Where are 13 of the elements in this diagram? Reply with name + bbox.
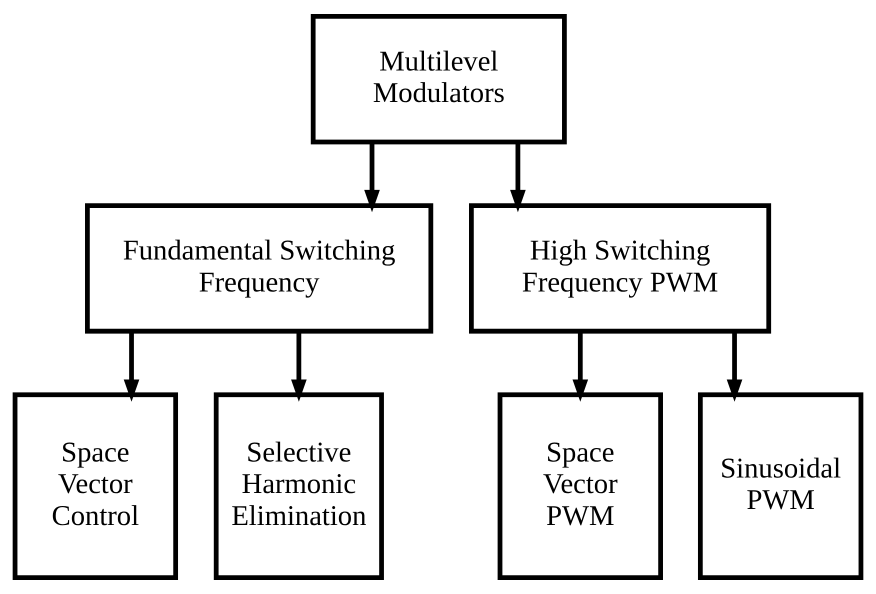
node-box: Fundamental Switching Frequency (85, 203, 434, 334)
arrow (726, 331, 742, 402)
arrow (291, 331, 307, 402)
arrow (364, 142, 380, 212)
arrow (510, 142, 526, 212)
node-box: Multilevel Modulators (310, 14, 567, 144)
node-box: Selective Harmonic Elimination (214, 392, 384, 580)
node-box: Space Vector Control (12, 392, 178, 580)
node-box: Sinusoidal PWM (698, 392, 864, 580)
arrow (572, 331, 588, 402)
arrow (124, 331, 140, 402)
node-box: Space Vector PWM (498, 392, 663, 580)
node-box: High Switching Frequency PWM (469, 203, 772, 334)
